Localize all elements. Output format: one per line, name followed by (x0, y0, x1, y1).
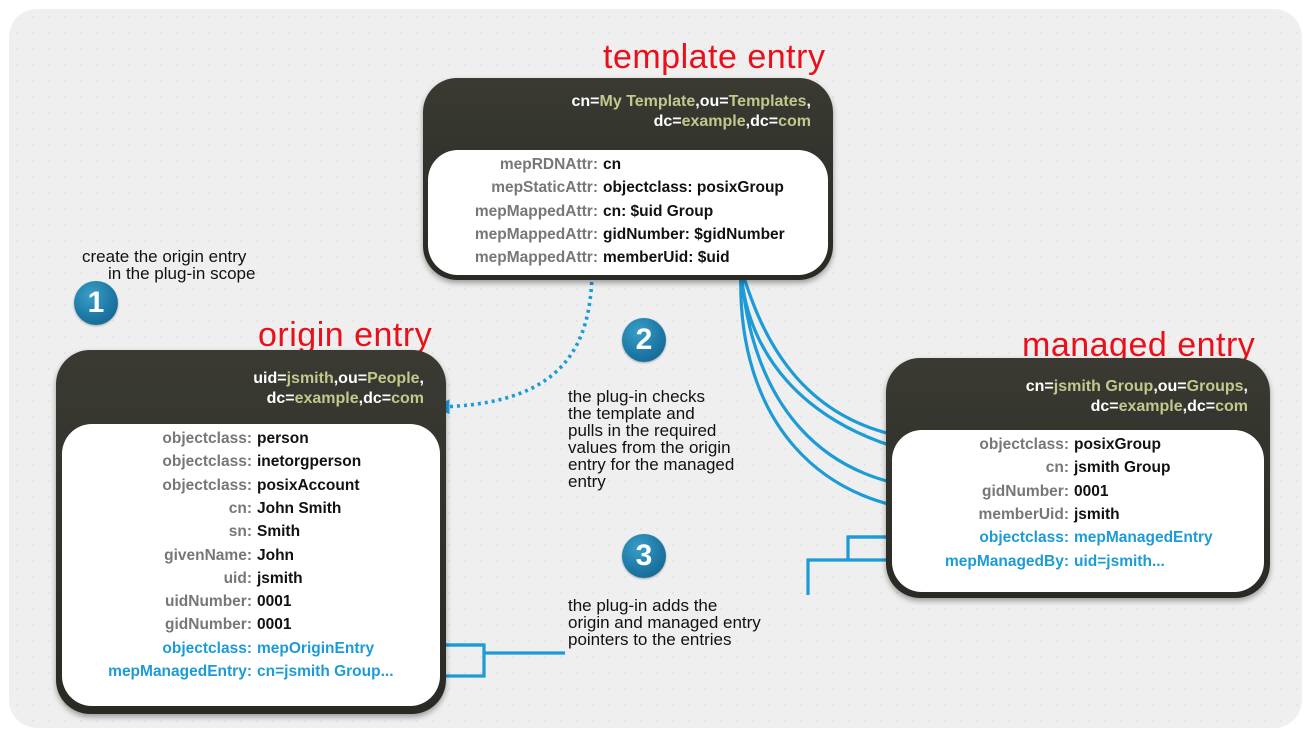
template-entry-dn: cn=My Template,ou=Templates, dc=example,… (571, 93, 812, 130)
origin-attr-value: person (257, 430, 309, 447)
origin-attr-value: posixAccount (257, 476, 360, 494)
origin-attr-value: John (257, 546, 295, 564)
template-attribute-panel: mepRDNAttr cn mepStaticAttr objectclass: po… (428, 150, 828, 275)
managed-attr-key: objectclass (892, 433, 1069, 456)
origin-attr-value: 0001 (257, 616, 292, 634)
managed-attribute-panel: objectclass posixGroup cn jsmith Group gidNu… (892, 430, 1264, 592)
origin-attribute-panel: objectclass person objectclass inetorgperso… (62, 424, 440, 706)
template-entry-box: cn=My Template,ou=Templates, dc=example,… (423, 78, 833, 280)
origin-entry-box: uid=jsmith,ou=People, dc=example,dc=com … (56, 350, 446, 714)
step-3-badge: 3 (622, 534, 666, 578)
origin-attr-key: uid (62, 567, 252, 590)
origin-attr-key: sn (62, 520, 252, 543)
template-attr-value: objectclass: posixGroup (603, 179, 784, 197)
managed-entry-dn: cn=jsmith Group,ou=Groups, dc=example,dc… (1025, 378, 1248, 415)
template-attr-key: mepMappedAttr (428, 223, 598, 246)
managed-attr-value: mepManagedEntry (1074, 529, 1213, 547)
managed-attr-value: 0001 (1074, 482, 1109, 500)
managed-attr-value: jsmith Group (1074, 459, 1171, 477)
origin-attr-key: uidNumber (62, 590, 252, 613)
managed-attr-key: gidNumber (892, 480, 1069, 503)
step-1-text: create the origin entry in the plug-in s… (82, 247, 256, 283)
origin-attr-value: cn=jsmith Group... (257, 663, 394, 680)
origin-attr-key: cn (62, 497, 252, 520)
managed-entry-box: cn=jsmith Group,ou=Groups, dc=example,dc… (886, 358, 1270, 598)
step-2-badge: 2 (622, 318, 666, 362)
template-attr-key: mepRDNAttr (428, 153, 598, 176)
origin-attr-value: 0001 (257, 593, 292, 611)
template-attr-value: gidNumber: $gidNumber (603, 225, 785, 243)
origin-attr-key: objectclass (62, 450, 252, 473)
managed-attr-value: jsmith (1074, 505, 1120, 523)
template-attr-value: cn: $uid Group (603, 202, 714, 220)
template-entry-title: template entry (603, 38, 826, 76)
origin-attr-value: jsmith (257, 569, 303, 587)
template-attr-key: mepStaticAttr (428, 176, 598, 199)
managed-attr-key: memberUid (892, 503, 1069, 526)
managed-attr-key: mepManagedBy (892, 550, 1069, 573)
step-3-text: the plug-in adds the origin and managed … (568, 596, 761, 649)
template-attr-key: mepMappedAttr (428, 200, 598, 223)
origin-attr-value: mepOriginEntry (257, 639, 375, 657)
template-attr-value: cn (603, 156, 622, 173)
origin-attr-key: objectclass (62, 474, 252, 497)
managed-attr-key: cn (892, 456, 1069, 479)
managed-attr-key: objectclass (892, 526, 1069, 549)
origin-entry-title: origin entry (258, 316, 433, 354)
origin-attr-key: gidNumber (62, 613, 252, 636)
origin-attr-value: Smith (257, 523, 301, 541)
origin-attr-key: objectclass (62, 427, 252, 450)
managed-entry-title: managed entry (1022, 326, 1256, 364)
step-2-text: the plug-in checks the template and pull… (568, 387, 735, 491)
origin-attr-key: mepManagedEntry (62, 660, 252, 683)
template-attr-value: memberUid: $uid (603, 249, 730, 267)
origin-entry-dn: uid=jsmith,ou=People, dc=example,dc=com (253, 370, 424, 407)
origin-attr-key: objectclass (62, 637, 252, 660)
origin-attr-key: givenName (62, 544, 252, 567)
managed-attr-value: uid=jsmith... (1074, 552, 1165, 570)
managed-attr-value: posixGroup (1074, 436, 1161, 453)
origin-attr-value: John Smith (257, 499, 342, 517)
step-1-badge: 1 (74, 281, 118, 325)
template-attr-key: mepMappedAttr (428, 246, 598, 269)
origin-attr-value: inetorgperson (257, 453, 362, 471)
